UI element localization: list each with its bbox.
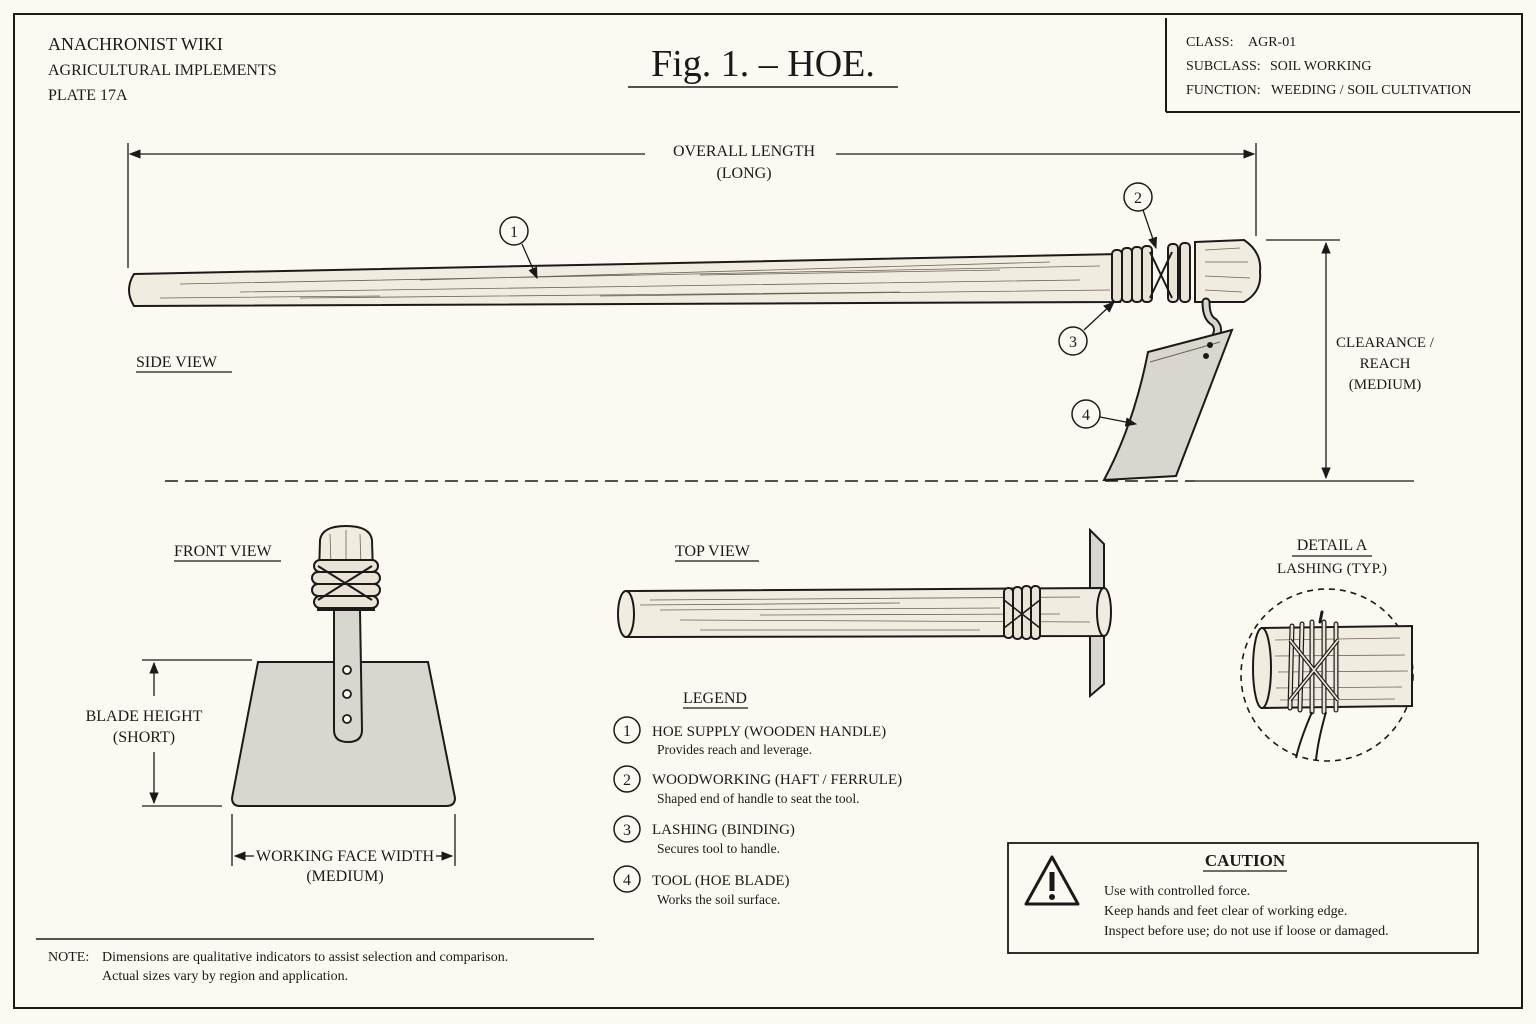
clearance-value: (MEDIUM) [1349,377,1422,393]
legend-item-desc: Shaped end of handle to seat the tool. [657,791,859,806]
callout-2: 2 [1123,182,1158,250]
working-face-value: (MEDIUM) [306,868,383,885]
caution-line-3: Inspect before use; do not use if loose … [1104,924,1389,939]
clearance-label-1: CLEARANCE / [1336,335,1435,351]
note-line-2: Actual sizes vary by region and applicat… [102,969,348,984]
callout-1: 1 [499,216,538,280]
subclass-label: SUBCLASS: [1186,59,1261,74]
side-view-handle [128,238,1262,482]
svg-text:4: 4 [1082,407,1090,424]
figure-title: Fig. 1. – HOE. [651,43,875,85]
caution-line-2: Keep hands and feet clear of working edg… [1104,904,1347,919]
wiki-name: ANACHRONIST WIKI [48,34,223,54]
svg-text:1: 1 [510,224,518,241]
svg-text:1: 1 [623,723,631,740]
detail-subtitle: LASHING (TYP.) [1277,561,1387,577]
warning-triangle-icon [1024,855,1080,906]
legend-item-4: 4 TOOL (HOE BLADE) Works the soil surfac… [613,865,789,907]
note-block: NOTE: Dimensions are qualitative indicat… [36,938,594,984]
svg-text:3: 3 [623,822,631,839]
class-label: CLASS: [1186,35,1233,50]
svg-text:2: 2 [623,772,631,789]
class-value: AGR-01 [1248,35,1296,50]
legend-item-desc: Works the soil surface. [657,892,780,907]
detail-title: DETAIL A [1297,537,1368,554]
caution-line-1: Use with controlled force. [1104,884,1250,899]
side-view-blade [1102,328,1234,482]
top-view-label: TOP VIEW [675,543,751,560]
legend-item-1: 1 HOE SUPPLY (WOODEN HANDLE) Provides re… [613,716,886,757]
subclass-value: SOIL WORKING [1270,59,1372,74]
legend-item-name: TOOL (HOE BLADE) [652,873,789,889]
overall-length-label: OVERALL LENGTH [673,143,815,160]
overall-length-dimension: OVERALL LENGTH (LONG) [127,143,1257,268]
legend-item-name: HOE SUPPLY (WOODEN HANDLE) [652,724,886,740]
working-face-label: WORKING FACE WIDTH [256,848,435,865]
plate-border [13,13,1523,1009]
callout-3: 3 [1058,301,1115,356]
function-value: WEEDING / SOIL CULTIVATION [1271,83,1472,98]
front-view-label: FRONT VIEW [174,543,273,560]
front-view-drawing [230,524,457,807]
legend-title: LEGEND [683,690,747,707]
detail-lashing-drawing [1240,588,1414,762]
overall-length-value: (LONG) [716,165,771,182]
top-view-drawing [617,527,1112,699]
legend-item-3: 3 LASHING (BINDING) Secures tool to hand… [613,815,795,856]
working-face-dimension: WORKING FACE WIDTH (MEDIUM) [231,814,456,885]
classification-box: CLASS: AGR-01 SUBCLASS: SOIL WORKING FUN… [1165,18,1520,113]
note-label: NOTE: [48,950,89,965]
note-line-1: Dimensions are qualitative indicators to… [102,950,508,965]
category: AGRICULTURAL IMPLEMENTS [48,62,277,79]
legend-item-desc: Secures tool to handle. [657,841,780,856]
side-view-lashing [1111,242,1191,303]
svg-text:4: 4 [623,872,631,889]
side-view-label: SIDE VIEW [136,354,218,371]
blade-height-label: BLADE HEIGHT [86,708,203,725]
caution-title: CAUTION [1205,851,1286,870]
header-block: ANACHRONIST WIKI AGRICULTURAL IMPLEMENTS… [48,34,277,104]
legend-item-desc: Provides reach and leverage. [657,742,812,757]
blade-height-dimension: BLADE HEIGHT (SHORT) [86,659,252,807]
legend-item-2: 2 WOODWORKING (HAFT / FERRULE) Shaped en… [613,765,902,806]
function-label: FUNCTION: [1186,83,1261,98]
plate-number: PLATE 17A [48,87,128,104]
callout-4: 4 [1071,399,1138,429]
clearance-label-2: REACH [1360,356,1411,372]
caution-box: CAUTION Use with controlled force. Keep … [1007,842,1479,954]
legend-item-name: LASHING (BINDING) [652,822,795,838]
clearance-dimension: CLEARANCE / REACH (MEDIUM) [1266,239,1435,480]
legend-item-name: WOODWORKING (HAFT / FERRULE) [652,772,902,788]
svg-text:2: 2 [1134,190,1142,207]
blade-height-value: (SHORT) [113,729,175,746]
svg-text:3: 3 [1069,334,1077,351]
